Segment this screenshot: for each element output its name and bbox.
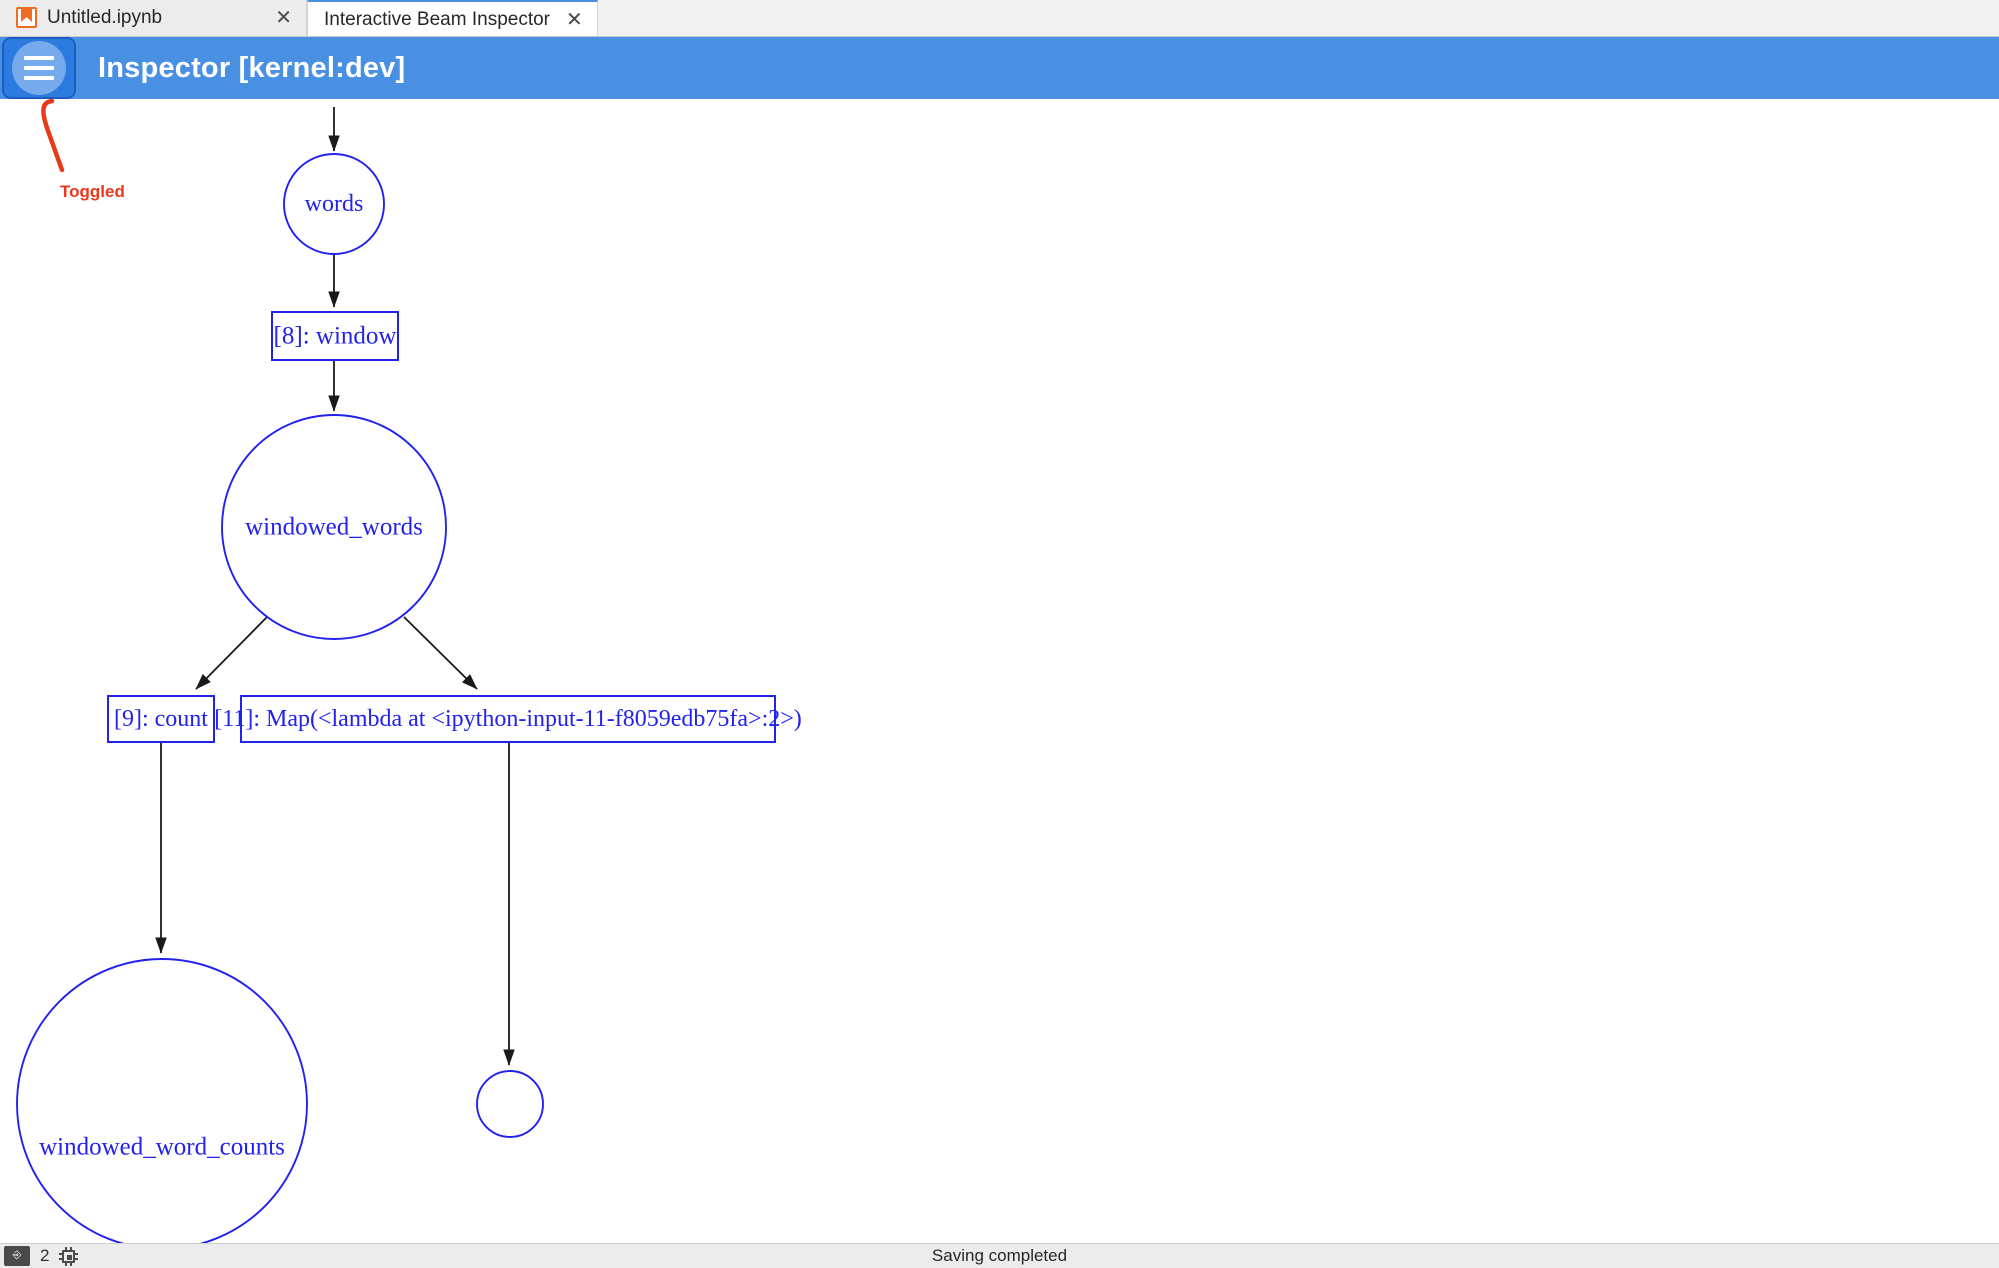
tab-close-icon[interactable]: ✕ — [275, 6, 292, 29]
node-count-transform[interactable]: [9]: count — [107, 695, 215, 743]
pipeline-graph-canvas[interactable]: words [8]: window windowed_words [9]: co… — [0, 99, 1999, 1243]
inspector-header: Inspector [kernel:dev] — [0, 37, 1999, 99]
node-window-transform[interactable]: [8]: window — [271, 311, 399, 361]
hamburger-icon[interactable] — [2, 37, 76, 99]
tab-bar: Untitled.ipynb ✕ Interactive Beam Inspec… — [0, 0, 1999, 37]
node-label: [8]: window — [274, 323, 397, 350]
node-label: windowed_word_counts — [39, 1134, 285, 1161]
node-label: words — [305, 191, 364, 217]
cpu-chip-icon[interactable] — [59, 1246, 79, 1266]
node-label: [9]: count — [114, 706, 208, 732]
notebook-icon — [16, 7, 37, 28]
tab-interactive-beam-inspector[interactable]: Interactive Beam Inspector ✕ — [307, 0, 598, 36]
tab-label: Untitled.ipynb — [47, 6, 163, 28]
kernel-count: 2 — [40, 1246, 50, 1265]
node-map-transform[interactable]: [11]: Map(<lambda at <ipython-input-11-f… — [214, 695, 802, 743]
node-words[interactable]: words — [283, 153, 385, 255]
node-unnamed-pcollection[interactable] — [476, 1070, 544, 1138]
hamburger-glyph — [12, 41, 66, 95]
annotation-label: Toggled — [60, 182, 125, 201]
node-label: [11]: Map(<lambda at <ipython-input-11-f… — [214, 706, 802, 732]
tab-close-icon[interactable]: ✕ — [566, 8, 583, 31]
node-windowed-words[interactable]: windowed_words — [221, 414, 447, 640]
status-bar: ⎆ 2 Saving completed — [0, 1243, 1999, 1268]
status-message: Saving completed — [931, 1246, 1068, 1265]
node-label: windowed_words — [245, 514, 423, 541]
graph-edges — [155, 107, 515, 1066]
page-title: Inspector [kernel:dev] — [98, 51, 406, 84]
graph-nodes[interactable]: words [8]: window windowed_words [9]: co… — [16, 153, 802, 1243]
status-left-group: ⎆ 2 — [0, 1246, 79, 1266]
tab-label: Interactive Beam Inspector — [324, 8, 550, 30]
terminal-icon[interactable]: ⎆ — [4, 1246, 30, 1266]
pipeline-graph: words [8]: window windowed_words [9]: co… — [16, 107, 802, 1243]
node-windowed-word-counts[interactable]: windowed_word_counts — [16, 958, 308, 1243]
tab-untitled-ipynb[interactable]: Untitled.ipynb ✕ — [0, 0, 307, 36]
